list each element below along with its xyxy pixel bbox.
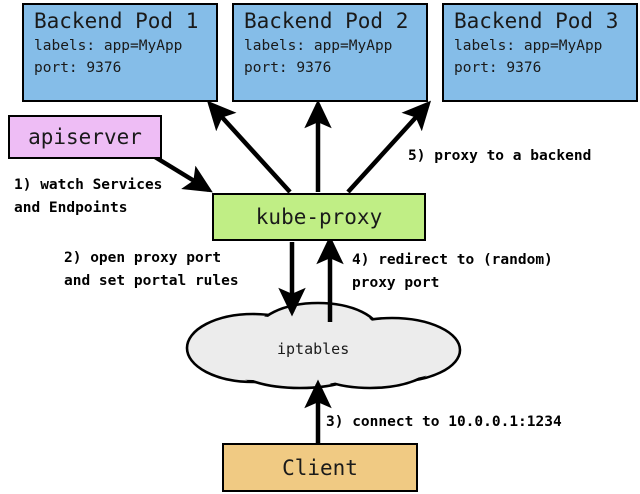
apiserver-box[interactable]: apiserver <box>8 115 162 159</box>
edge-label-4-line-1: 4) redirect to (random) <box>352 252 553 268</box>
edge-label-1-line-1: 1) watch Services <box>14 177 163 193</box>
arrow-kubeproxy-to-pod-3 <box>346 100 432 194</box>
backend-pod-1-labels: labels: app=MyApp <box>34 38 183 54</box>
backend-pod-1-box[interactable]: Backend Pod 1 labels: app=MyApp port: 93… <box>22 3 218 102</box>
backend-pod-3-labels: labels: app=MyApp <box>454 38 603 54</box>
backend-pod-3-port: port: 9376 <box>454 60 542 76</box>
backend-pod-2-labels: labels: app=MyApp <box>244 38 393 54</box>
backend-pod-1-port: port: 9376 <box>34 60 122 76</box>
edge-label-4-line-2: proxy port <box>352 275 440 291</box>
edge-label-3-line-1: 3) connect to 10.0.0.1:1234 <box>326 414 562 430</box>
apiserver-label: apiserver <box>28 125 142 149</box>
backend-pod-1-title: Backend Pod 1 <box>34 9 199 33</box>
kube-proxy-box[interactable]: kube-proxy <box>212 193 426 241</box>
backend-pod-2-port: port: 9376 <box>244 60 332 76</box>
backend-pod-3-box[interactable]: Backend Pod 3 labels: app=MyApp port: 93… <box>442 3 638 102</box>
iptables-cloud-shape <box>185 301 462 390</box>
edge-label-2-line-2: and set portal rules <box>64 273 239 289</box>
edge-label-2-line-1: 2) open proxy port <box>64 250 222 266</box>
edge-label-1-line-2: and Endpoints <box>14 200 128 216</box>
arrow-kubeproxy-to-pod-1 <box>206 100 292 194</box>
kube-proxy-label: kube-proxy <box>255 205 383 229</box>
iptables-label: iptables <box>277 340 350 358</box>
client-label: Client <box>282 455 358 480</box>
backend-pod-3-title: Backend Pod 3 <box>454 9 619 33</box>
client-box[interactable]: Client <box>222 443 418 492</box>
arrow-apiserver-to-kubeproxy <box>153 155 213 193</box>
backend-pod-2-title: Backend Pod 2 <box>244 9 409 33</box>
edge-label-5-line-1: 5) proxy to a backend <box>408 148 592 164</box>
backend-pod-2-box[interactable]: Backend Pod 2 labels: app=MyApp port: 93… <box>232 3 428 102</box>
